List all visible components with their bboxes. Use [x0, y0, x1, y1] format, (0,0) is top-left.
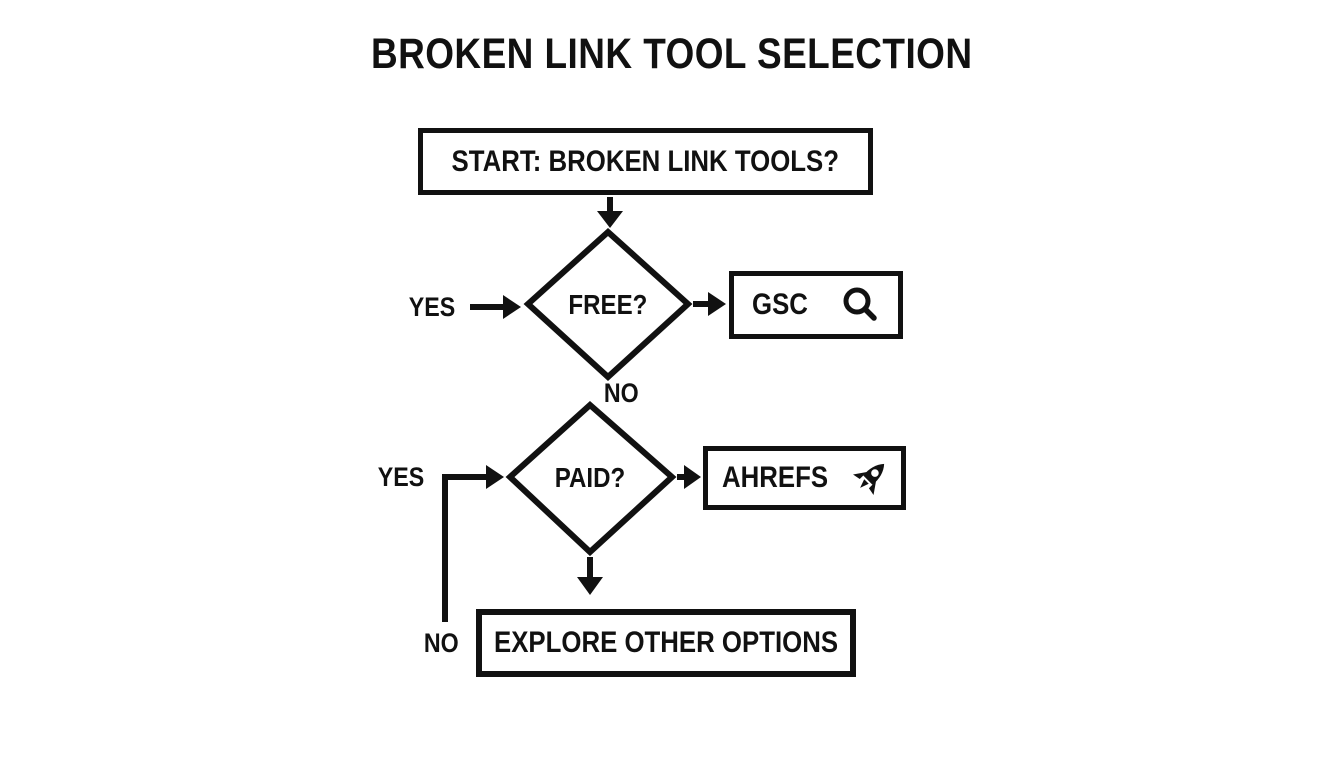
arrow-paid-to-ahrefs [677, 465, 701, 489]
gsc-node-label: GSC [752, 288, 808, 321]
paid-no-edge-label: NO [423, 628, 459, 658]
decision-paid-diamond [505, 400, 677, 557]
ahrefs-node: AHREFS [703, 446, 906, 510]
search-icon [843, 287, 877, 321]
rocket-icon [853, 463, 885, 495]
start-node: START: BROKEN LINK TOOLS? [418, 128, 873, 195]
ahrefs-node-label: AHREFS [722, 461, 829, 494]
arrow-yes-to-free [470, 295, 521, 319]
free-yes-edge-label: YES [408, 292, 456, 322]
gsc-node: GSC [729, 271, 903, 339]
arrow-start-to-free [597, 197, 623, 228]
decision-free-label: FREE? [568, 289, 648, 320]
start-node-label: START: BROKEN LINK TOOLS? [451, 144, 840, 178]
arrow-yes-to-paid [442, 465, 504, 622]
page-title: BROKEN LINK TOOL SELECTION [0, 30, 1344, 79]
decision-free-diamond [523, 227, 693, 382]
arrow-paid-to-explore [577, 557, 603, 595]
explore-node-label: EXPLORE OTHER OPTIONS [493, 626, 839, 659]
free-no-edge-label: NO [603, 378, 639, 408]
arrow-free-to-gsc [693, 292, 726, 316]
decision-paid-label: PAID? [554, 462, 626, 493]
explore-node: EXPLORE OTHER OPTIONS [476, 609, 856, 677]
paid-yes-edge-label: YES [377, 462, 425, 492]
page-title-text: BROKEN LINK TOOL SELECTION [371, 30, 973, 78]
